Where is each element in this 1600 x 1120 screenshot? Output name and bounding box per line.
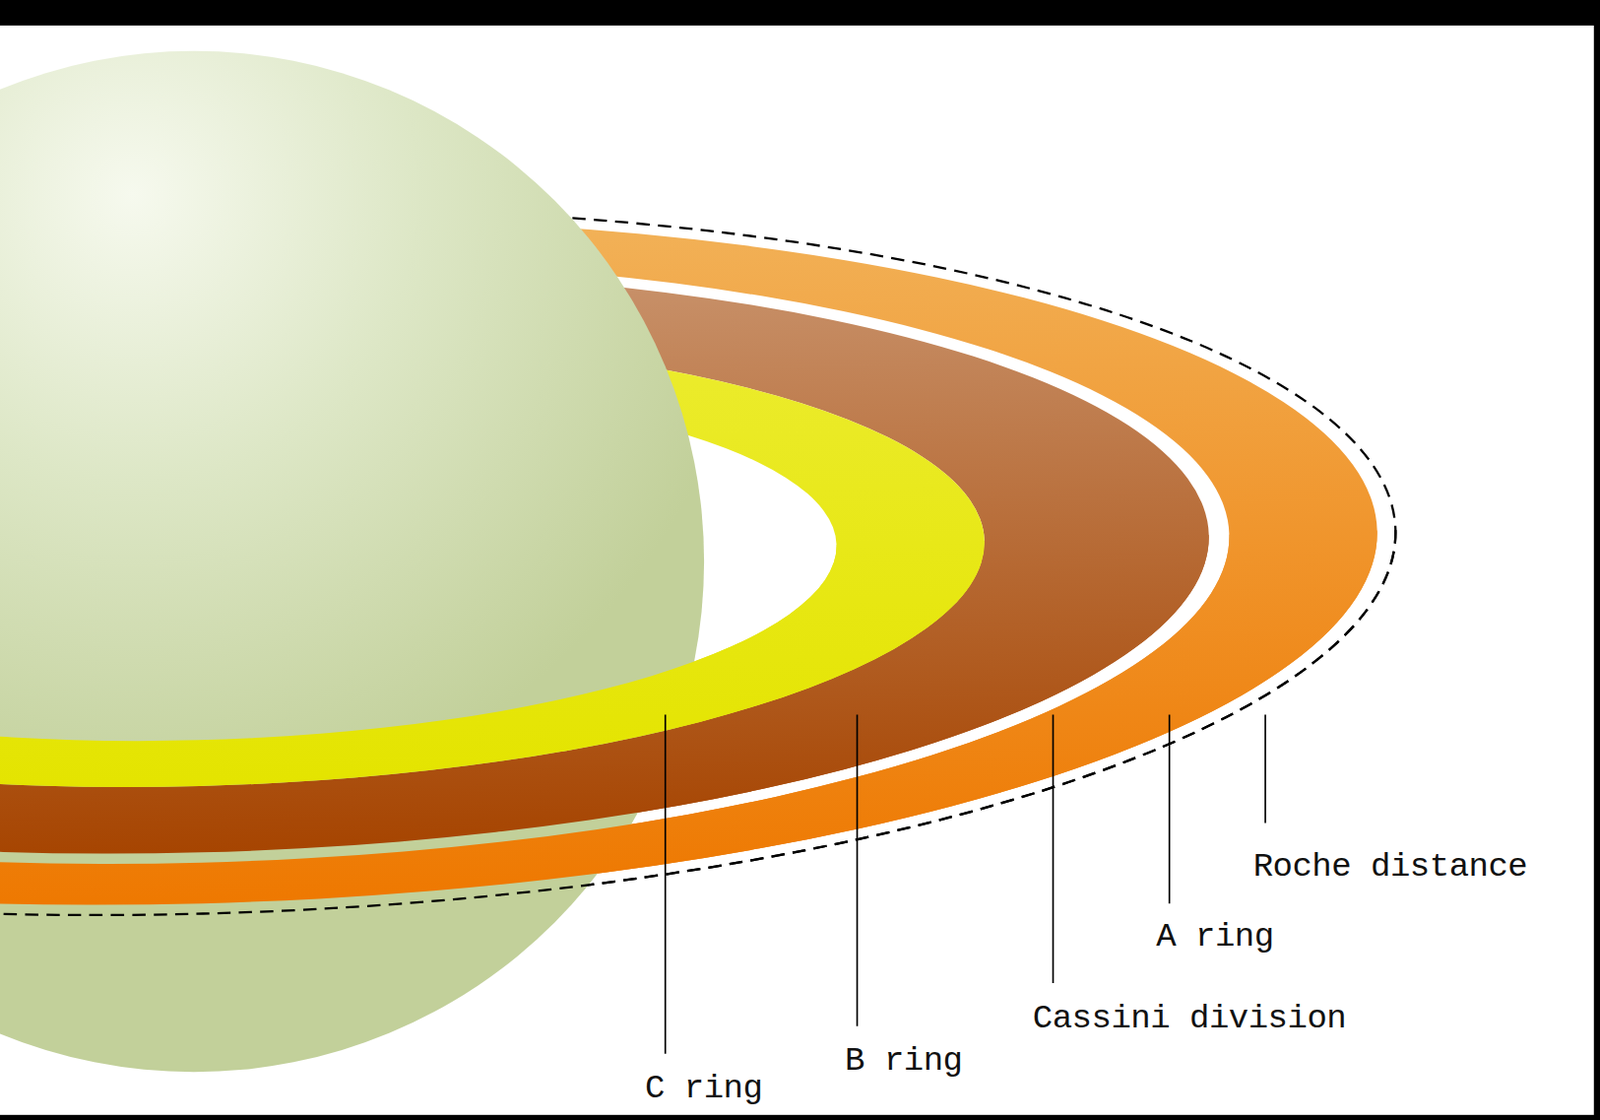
ring-label: Roche distance: [1253, 849, 1529, 884]
ring-label: C ring: [644, 1071, 763, 1105]
ring-label: Cassini division: [1032, 1001, 1346, 1035]
ring-label: B ring: [844, 1043, 962, 1078]
ring-label: A ring: [1155, 919, 1274, 954]
planet: [0, 51, 704, 1072]
rings-front: [0, 178, 1406, 946]
